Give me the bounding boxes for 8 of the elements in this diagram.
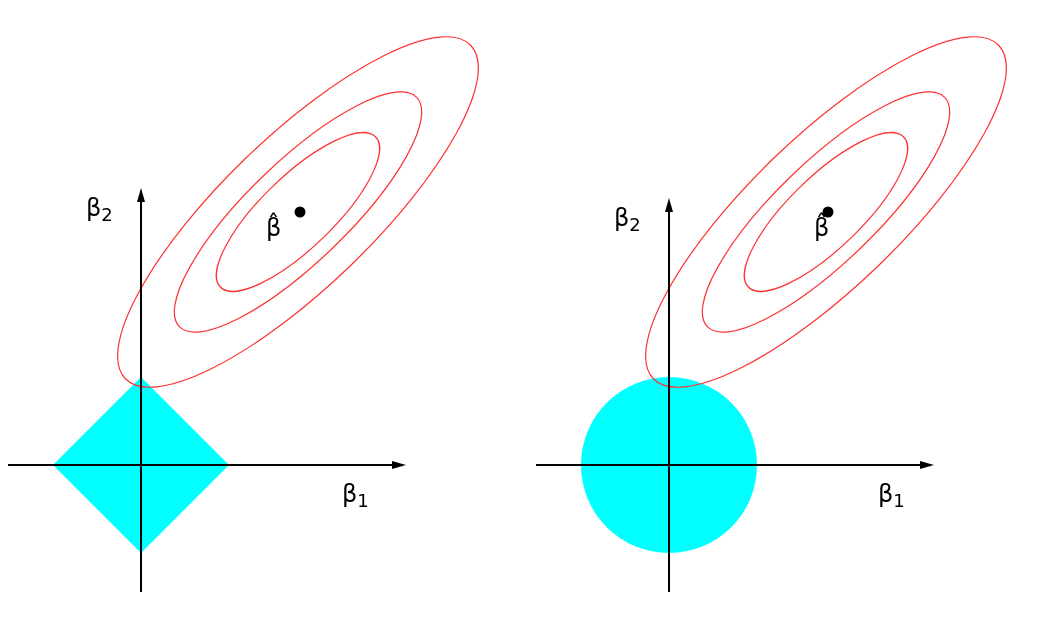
axis-label: β$_{1}$ [878, 479, 905, 512]
axis-label: β$_{2}$ [614, 203, 641, 236]
axis-label: β$_{1}$ [342, 479, 369, 512]
axis-label: β̂ [266, 211, 282, 244]
axis-label: β̂ [814, 211, 830, 244]
constraint-region [581, 377, 757, 553]
constraint-region [53, 377, 229, 553]
axis-label: β$_{2}$ [86, 193, 113, 226]
